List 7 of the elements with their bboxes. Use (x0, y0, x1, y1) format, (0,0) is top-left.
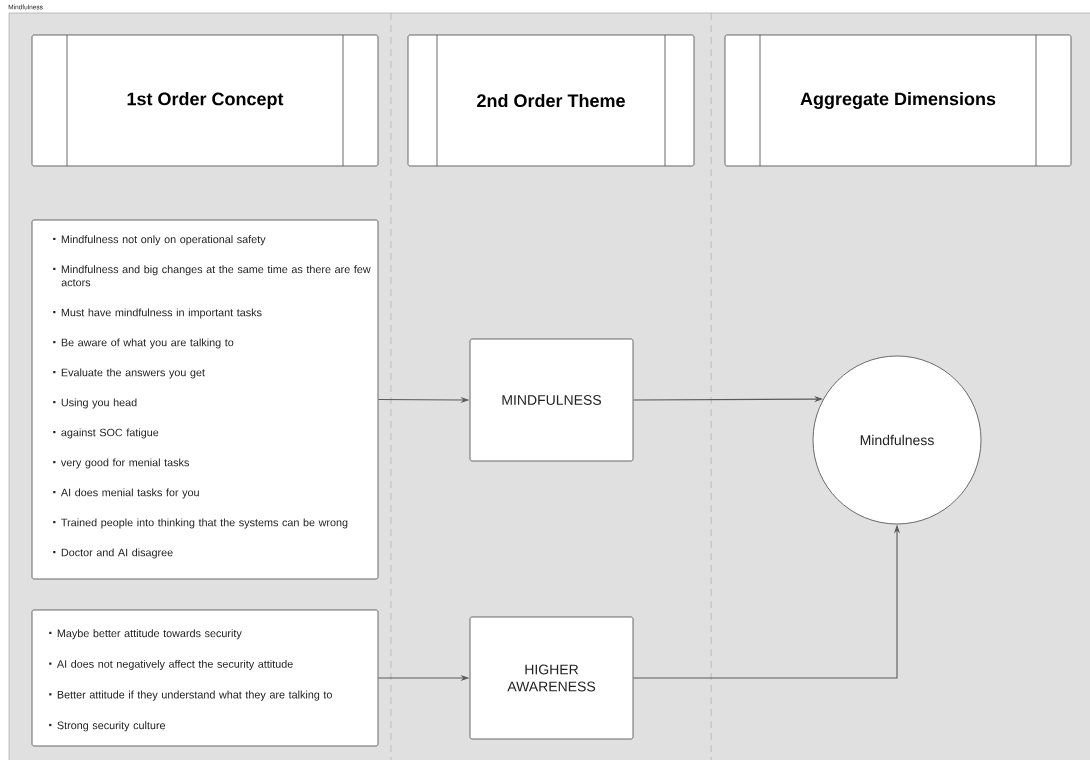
bullet-list-box: Maybe better attitude towards security AI does not negatively affect the security attitude Better attitude if they understand what they are talking to Strong security culture (31, 609, 379, 747)
theme-box: MINDFULNESS (469, 338, 634, 462)
header-box: 1st Order Concept (31, 34, 379, 167)
theme-box: HIGHER AWARENESS (469, 616, 634, 740)
header-box: 2nd Order Theme (407, 34, 695, 167)
bullet-list-box: Mindfulness not only on operational safety Mindfulness and big changes at the same time as there are few actors Must have mindfulness in important tasks Be aware of what you are talking to Evaluate the answers you get Using you head against SOC fatigue very good for menial tasks AI does menial tasks for you Trained people into thinking that the systems can be wrong Doctor and AI disagree (31, 219, 379, 580)
header-box: Aggregate Dimensions (724, 34, 1072, 167)
